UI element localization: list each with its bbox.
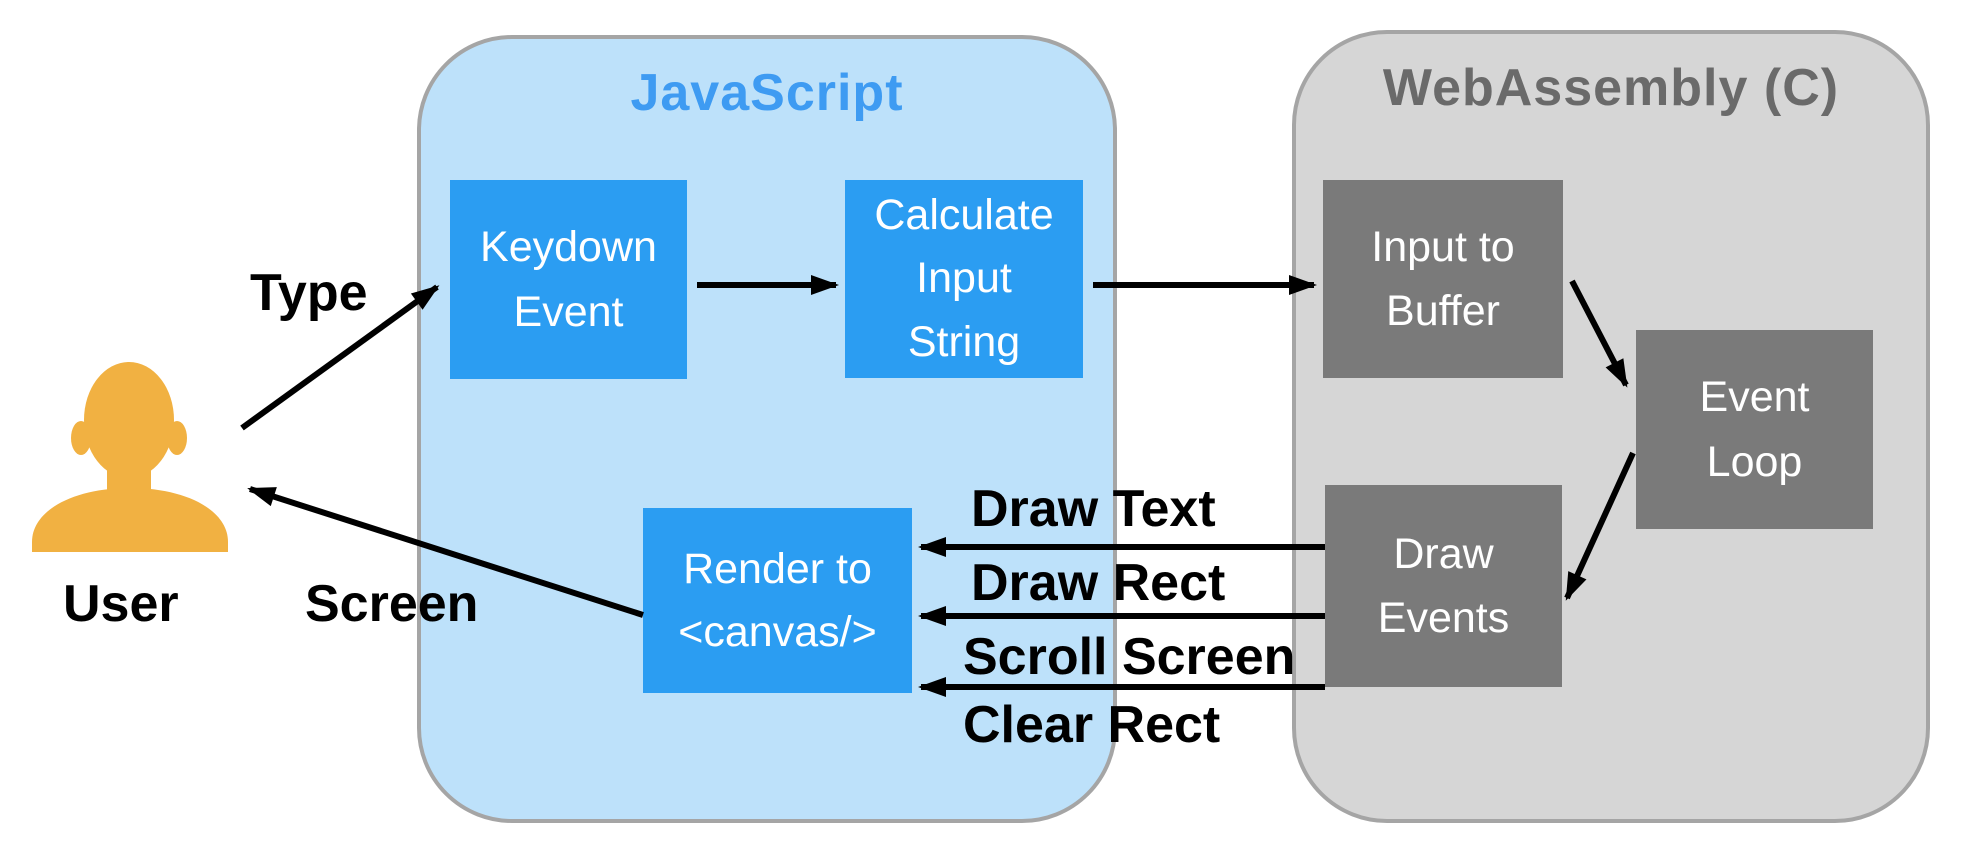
node-render-to-canvas: Render to <canvas/>	[643, 508, 912, 693]
node-keydown-event: Keydown Event	[450, 180, 687, 379]
node-draw-events: Draw Events	[1325, 485, 1562, 687]
node-calculate-input-string: Calculate Input String	[845, 180, 1083, 378]
screen-label: Screen	[305, 575, 479, 633]
scroll-screen-label: Scroll Screen	[963, 628, 1296, 686]
javascript-container-title: JavaScript	[630, 64, 904, 122]
user-person-icon	[32, 362, 228, 552]
webassembly-container-title: WebAssembly (C)	[1382, 59, 1840, 117]
node-event-loop: Event Loop	[1636, 330, 1873, 529]
draw-text-label: Draw Text	[971, 480, 1216, 538]
node-input-to-buffer: Input to Buffer	[1323, 180, 1563, 378]
draw-rect-label: Draw Rect	[971, 554, 1226, 612]
user-label: User	[63, 575, 179, 633]
type-label: Type	[250, 264, 368, 322]
clear-rect-label: Clear Rect	[963, 696, 1221, 754]
